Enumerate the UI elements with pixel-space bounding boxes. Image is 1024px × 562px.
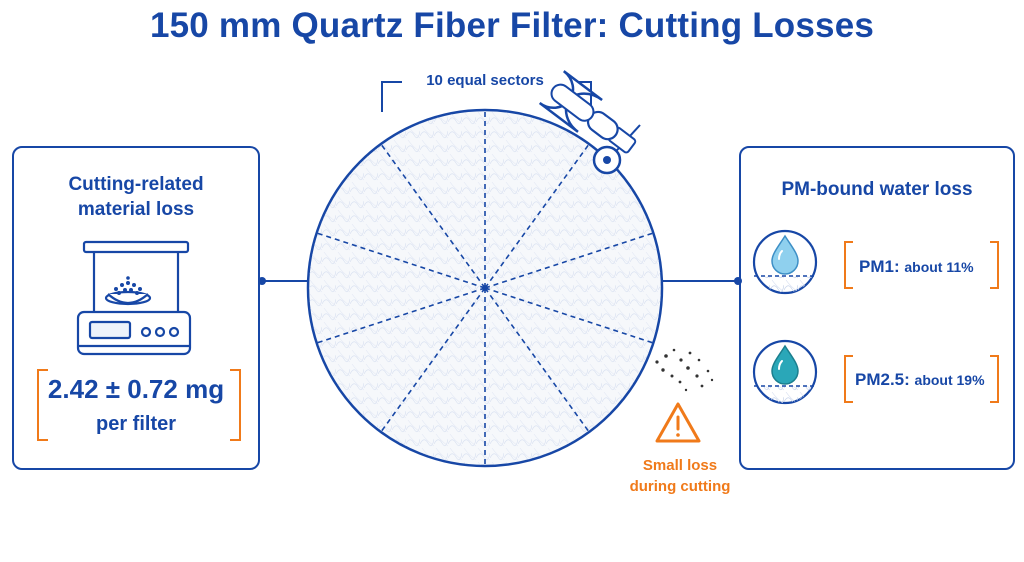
pm25-note: about 19% xyxy=(914,372,985,388)
warning-line1: Small loss xyxy=(642,457,718,474)
pm1-note: about 11% xyxy=(904,259,974,275)
water-loss-panel xyxy=(739,146,1015,470)
balance-scale-icon xyxy=(76,240,192,356)
pm25-label: PM2.5: about 19% xyxy=(855,370,985,390)
sector-line xyxy=(484,232,653,289)
pm25-water-icon xyxy=(752,339,818,405)
sector-line xyxy=(380,287,486,432)
sector-line xyxy=(484,144,590,289)
warning-line2: during cutting xyxy=(629,478,731,495)
pm1-name: PM1: xyxy=(859,257,900,276)
cutting-loss-heading-line2: material loss xyxy=(77,199,195,220)
pm1-label: PM1: about 11% xyxy=(859,257,974,277)
quartz-filter-disk xyxy=(306,108,664,468)
cutting-loss-heading-line1: Cutting-related xyxy=(68,174,204,195)
warning-label: Small loss during cutting xyxy=(610,455,750,497)
sector-line xyxy=(317,232,486,289)
right-connector xyxy=(660,277,742,285)
water-loss-heading: PM-bound water loss xyxy=(781,179,973,200)
sector-line xyxy=(317,287,486,344)
sectors-label: 10 equal sectors xyxy=(426,72,544,89)
cutting-loss-heading: Cutting-related material loss xyxy=(12,172,260,222)
cutting-debris xyxy=(655,348,714,392)
sector-line xyxy=(484,287,590,432)
sector-line xyxy=(380,144,486,289)
pm1-water-icon xyxy=(752,229,818,295)
cutting-loss-panel xyxy=(12,146,260,470)
page-title: 150 mm Quartz Fiber Filter: Cutting Loss… xyxy=(149,6,875,45)
pm1-bracket xyxy=(844,241,999,289)
pm25-name: PM2.5: xyxy=(855,370,910,389)
value-bracket xyxy=(37,369,241,441)
rotary-cutter-icon xyxy=(538,70,641,175)
loss-value: 2.42 ± 0.72 mg xyxy=(47,374,225,404)
sector-line xyxy=(484,287,653,344)
warning-icon xyxy=(655,402,701,443)
loss-unit: per filter xyxy=(95,413,177,435)
pm25-bracket xyxy=(844,355,999,403)
left-connector xyxy=(258,277,308,285)
